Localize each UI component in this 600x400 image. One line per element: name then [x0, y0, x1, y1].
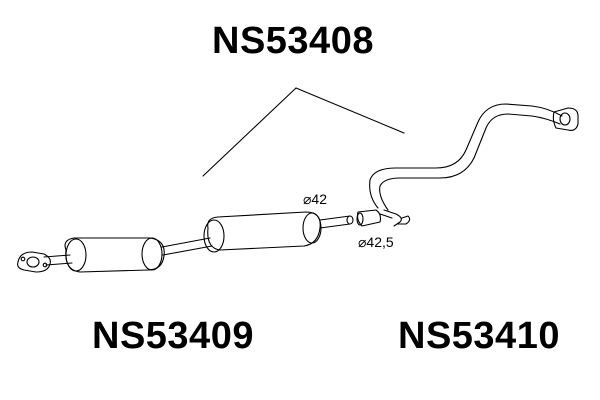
- diameter-label-42-5: ⌀42,5: [358, 234, 394, 250]
- leader-lines: [202, 87, 405, 177]
- part-number-ns53408: NS53408: [212, 20, 374, 62]
- diameter-label-42: ⌀42: [303, 191, 328, 207]
- part-number-ns53410: NS53410: [398, 315, 560, 357]
- part-number-ns53409: NS53409: [92, 315, 254, 357]
- front-pipe-with-resonator: [17, 237, 213, 273]
- rear-muffler: [203, 211, 354, 253]
- bent-tail-pipe: [356, 103, 579, 227]
